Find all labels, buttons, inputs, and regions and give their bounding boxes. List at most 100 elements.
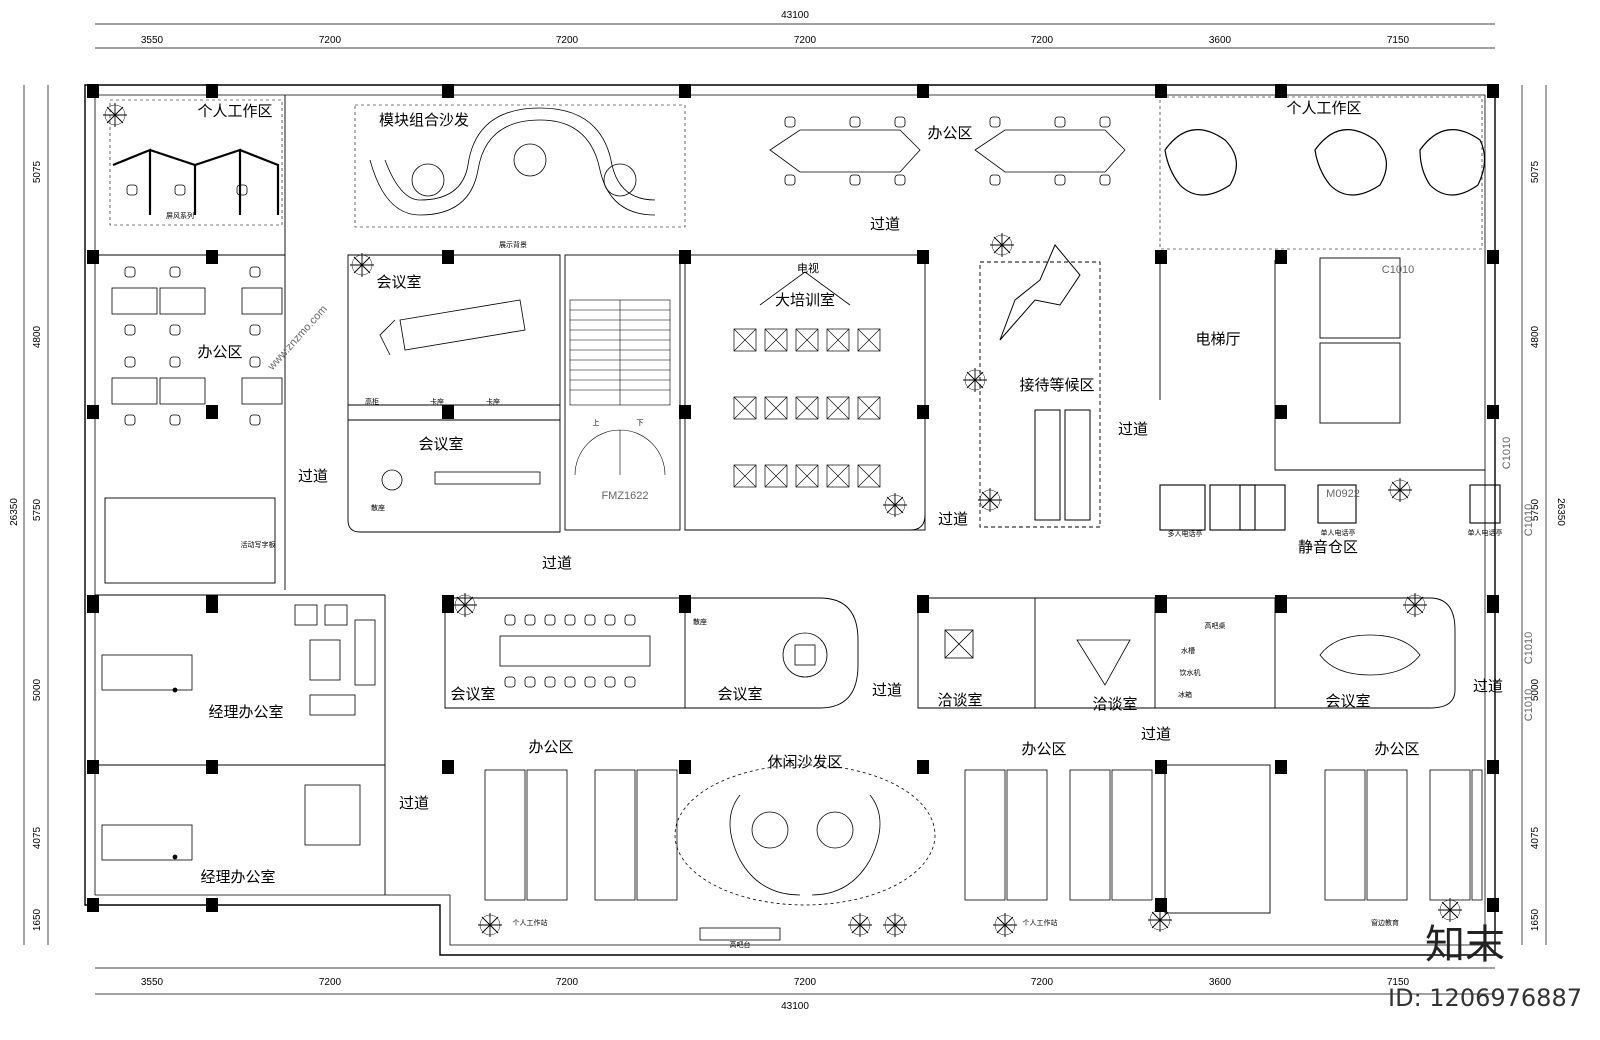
dim-total-bottom: 43100 — [781, 1001, 809, 1012]
label-personal-station-2: 个人工作站 — [1023, 918, 1058, 927]
label-office-b2: 办公区 — [1021, 740, 1066, 758]
modular-sofa — [369, 107, 656, 216]
planting-areas — [109, 96, 1483, 250]
office-top-desks — [769, 129, 1126, 173]
label-corridor-mid: 过道 — [542, 554, 572, 572]
label-modular-sofa: 模块组合沙发 — [379, 111, 469, 129]
dim-bottom-5: 3600 — [1209, 977, 1232, 988]
dim-bottom-4: 7200 — [1031, 977, 1054, 988]
meeting-e-table — [1319, 634, 1421, 676]
label-tv: 电视 — [797, 261, 819, 275]
label-high-bar: 高吧台 — [730, 940, 751, 949]
lounge-sofa-area — [674, 764, 936, 906]
dim-top-1: 7200 — [319, 35, 342, 46]
manager-office-furniture — [101, 604, 376, 861]
label-door-fmz: FMZ1622 — [601, 490, 648, 502]
label-window-c2: C1010 — [1501, 437, 1513, 469]
dim-left-5: 1650 — [32, 908, 43, 931]
label-sink: 水槽 — [1181, 646, 1195, 655]
dim-right-segments: 5075 4800 5750 5000 4075 1650 — [1530, 160, 1541, 931]
label-stair-up: 上 — [593, 418, 600, 427]
dim-bottom-2: 7200 — [556, 977, 579, 988]
training-tv-wall — [759, 271, 851, 306]
meeting-d-table — [782, 632, 828, 678]
label-screen-series: 屏风系列 — [166, 211, 194, 220]
label-corridor-bottom: 过道 — [1141, 725, 1171, 743]
label-high-cabinet: 高柜 — [365, 397, 379, 406]
label-corridor-left: 过道 — [298, 467, 328, 485]
meeting-c-chairs — [504, 614, 636, 688]
dim-left-4: 4075 — [32, 826, 43, 849]
label-display-backdrop: 展示背景 — [499, 240, 527, 249]
structural-columns — [87, 84, 1499, 912]
label-office-left: 办公区 — [197, 343, 242, 361]
label-office-b1: 办公区 — [528, 738, 573, 756]
meeting-c-table — [499, 635, 651, 667]
dim-right-1: 4800 — [1530, 325, 1541, 348]
label-window-reading: 窗边教育 — [1371, 918, 1399, 927]
dim-total-top: 43100 — [781, 10, 809, 21]
dim-top-3: 7200 — [794, 35, 817, 46]
dim-bottom-segments: 3550 7200 7200 7200 7200 3600 7150 — [141, 977, 1410, 988]
bottom-office-desks — [484, 769, 1483, 941]
dim-bottom-0: 3550 — [141, 977, 164, 988]
label-office-b3: 办公区 — [1374, 740, 1419, 758]
room-labels: 个人工作区 屏风系列 模块组合沙发 办公区 个人工作区 过道 展示背景 会议室 … — [166, 99, 1535, 949]
label-meeting-b: 会议室 — [418, 435, 463, 453]
label-meeting-e: 会议室 — [1325, 692, 1370, 710]
dim-top-2: 7200 — [556, 35, 579, 46]
label-manager-office-2: 经理办公室 — [200, 868, 275, 886]
label-window-c1: C1010 — [1382, 264, 1414, 276]
label-big-training: 大培训室 — [775, 291, 835, 309]
dim-top-0: 3550 — [141, 35, 164, 46]
dim-total-right: 26350 — [1555, 498, 1566, 526]
label-meeting-c: 会议室 — [450, 685, 495, 703]
label-lounge-sofa: 休闲沙发区 — [767, 753, 842, 771]
watermark-id: ID: 1206976887 — [1388, 984, 1582, 1012]
label-high-table: 高吧桌 — [1205, 621, 1226, 630]
label-single-phone-booth-2: 单人电话亭 — [1468, 528, 1503, 537]
curved-desk-clusters — [1164, 129, 1486, 196]
dim-right-2: 5750 — [1530, 498, 1541, 521]
dim-left-3: 5000 — [32, 678, 43, 701]
dim-right-5: 1650 — [1530, 908, 1541, 931]
label-meeting-d: 会议室 — [717, 685, 762, 703]
label-corridor-right: 过道 — [1118, 420, 1148, 438]
plants — [102, 102, 1463, 938]
label-office-top: 办公区 — [927, 124, 972, 142]
label-manager-office-1: 经理办公室 — [208, 703, 283, 721]
watermark-logo: 知末 — [1425, 922, 1505, 968]
office-left-desks — [111, 287, 283, 405]
dim-bottom-3: 7200 — [794, 977, 817, 988]
label-personal-work-right: 个人工作区 — [1286, 99, 1361, 117]
label-scatter-seat-2: 散座 — [693, 617, 707, 626]
dim-right-0: 5075 — [1530, 160, 1541, 183]
label-stair-down: 下 — [637, 419, 644, 427]
label-elevator-hall: 电梯厅 — [1195, 330, 1240, 348]
label-window-c3: C1010 — [1523, 504, 1535, 536]
label-personal-station-1: 个人工作站 — [513, 918, 548, 927]
dim-top-4: 7200 — [1031, 35, 1054, 46]
dim-top-6: 7150 — [1387, 35, 1410, 46]
label-corridor-lower-left: 过道 — [399, 794, 429, 812]
screen-workstations — [112, 148, 280, 215]
label-booth-seat-2: 卡座 — [486, 397, 500, 406]
negotiation-tables — [944, 629, 1131, 686]
label-whiteboard: 活动写字板 — [241, 540, 276, 549]
meeting-b-table — [355, 404, 548, 491]
label-reception: 接待等候区 — [1019, 376, 1094, 394]
label-scatter-seat-1: 散座 — [371, 503, 385, 512]
training-desks — [733, 328, 881, 488]
interior-walls — [95, 95, 1485, 914]
label-window-c5: C1010 — [1523, 689, 1535, 721]
label-corridor-mid-right: 过道 — [938, 510, 968, 528]
label-multi-phone-booth: 多人电话亭 — [1168, 529, 1203, 538]
label-corridor-far-right: 过道 — [1473, 677, 1503, 695]
dim-bottom-1: 7200 — [319, 977, 342, 988]
dim-top-5: 3600 — [1209, 35, 1232, 46]
label-quiet-pods: 静音仓区 — [1298, 538, 1358, 556]
dim-total-left: 26350 — [9, 498, 20, 526]
stairs — [569, 299, 671, 476]
dim-left-0: 5075 — [32, 160, 43, 183]
label-negotiation-2: 洽谈室 — [1092, 695, 1137, 713]
